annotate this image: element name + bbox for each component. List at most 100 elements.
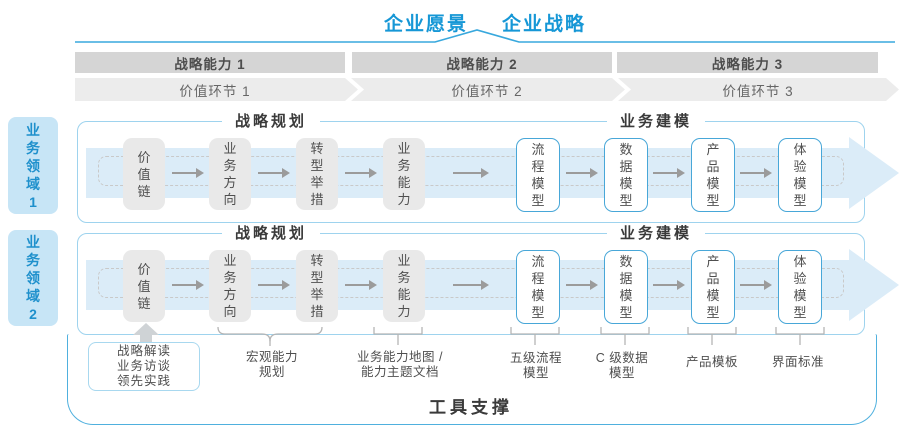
domain-label-1: 业务领域 1 [8,117,58,214]
domain-label-1-text: 业务领域 1 [26,121,40,210]
flow-arrow-head [849,137,899,209]
note-line: 模型 [608,366,636,380]
vision-title: 企业愿景 [383,14,468,35]
caret-line [75,29,895,43]
node-experience-model-label: 体验模型 [793,142,807,208]
note-line: 规划 [258,365,286,379]
domain-1-panel: 战略规划 业务建模 价值链 业务方向 转型举措 业务能力 流程模型 数据模型 产… [77,112,899,223]
bracket-capability-map [373,327,423,345]
value-link-chevrons [75,78,899,101]
node-value-chain: 价值链 [123,138,165,210]
node-product-model-label: 产品模型 [706,142,720,208]
domain-label-2-text: 业务领域 2 [26,234,40,322]
callout-line: 战略解读 [116,344,171,358]
node-process-model: 流程模型 [516,250,560,324]
note-line: C 级数据 [595,351,649,365]
tool-support-title: 工具支撑 [429,398,513,417]
bracket-process-model [510,327,560,345]
capability-bar-1: 战略能力 1 [75,52,345,73]
note-line: 模型 [522,366,550,380]
node-transformation-initiatives-label: 转型举措 [310,253,324,319]
arrow-icon [740,168,772,178]
node-product-model: 产品模型 [691,138,735,212]
node-business-direction-label: 业务方向 [223,253,237,319]
node-data-model: 数据模型 [604,138,648,212]
arrow-icon [172,280,204,290]
arrow-icon [258,280,290,290]
callout-line: 业务访谈 [116,359,171,373]
up-arrow-stem [140,335,152,344]
arrow-icon [566,168,598,178]
node-business-capability: 业务能力 [383,250,425,322]
node-data-model: 数据模型 [604,250,648,324]
capability-bar-3: 战略能力 3 [617,52,878,73]
flow-arrow-head [849,249,899,321]
node-business-capability-label: 业务能力 [397,253,411,319]
arrow-icon [453,168,489,178]
bracket-ui-standard [775,327,825,345]
node-data-model-label: 数据模型 [619,142,633,208]
capability-bar-1-label: 战略能力 1 [174,56,246,72]
strategy-inputs-callout: 战略解读 业务访谈 领先实践 [88,342,200,391]
domain-label-2: 业务领域 2 [8,230,58,326]
dashed-track [98,156,844,186]
value-link-2-label: 价值环节 2 [451,84,523,99]
node-value-chain-label: 价值链 [137,149,151,199]
capability-bar-3-label: 战略能力 3 [711,56,784,72]
value-link-3-label: 价值环节 3 [722,84,794,99]
value-link-1: 价值环节 1 [75,79,355,101]
value-link-3: 价值环节 3 [618,79,898,101]
top-title-row: 企业愿景 企业战略 [75,9,895,36]
section-strategic-planning: 战略规划 [221,224,321,244]
bracket-macro-capability [217,327,323,346]
node-value-chain: 价值链 [123,250,165,322]
node-experience-model-label: 体验模型 [793,254,807,320]
section-strategic-planning: 战略规划 [221,112,321,132]
value-link-1-label: 价值环节 1 [179,84,251,99]
note-line: 业务能力地图 / [357,350,443,364]
node-value-chain-label: 价值链 [137,261,151,311]
arrow-icon [258,168,290,178]
note-line: 宏观能力 [245,350,299,364]
note-capability-map: 业务能力地图 / 能力主题文档 [357,350,443,380]
note-process-model: 五级流程 模型 [510,351,562,381]
node-business-direction: 业务方向 [209,138,251,210]
node-business-capability-label: 业务能力 [397,141,411,207]
node-product-model: 产品模型 [691,250,735,324]
note-macro-capability: 宏观能力 规划 [246,350,298,380]
arrow-icon [172,168,204,178]
node-transformation-initiatives: 转型举措 [296,250,338,322]
node-product-model-label: 产品模型 [706,254,720,320]
arrow-icon [345,280,377,290]
node-transformation-initiatives: 转型举措 [296,138,338,210]
note-line: 界面标准 [771,355,825,369]
node-transformation-initiatives-label: 转型举措 [310,141,324,207]
domain-2-panel: 战略规划 业务建模 价值链 业务方向 转型举措 业务能力 流程模型 数据模型 产… [77,224,899,335]
arrow-icon [653,168,685,178]
node-business-capability: 业务能力 [383,138,425,210]
arrow-icon [566,280,598,290]
dashed-track [98,268,844,298]
note-data-model: C 级数据 模型 [596,351,649,381]
node-business-direction: 业务方向 [209,250,251,322]
capability-bar-2-label: 战略能力 2 [446,56,518,72]
note-ui-standard: 界面标准 [772,355,824,370]
section-business-modeling: 业务建模 [606,224,706,244]
arrow-icon [653,280,685,290]
arrow-icon [345,168,377,178]
node-process-model-label: 流程模型 [531,254,545,320]
arrow-icon [453,280,489,290]
node-data-model-label: 数据模型 [619,254,633,320]
section-business-modeling: 业务建模 [606,112,706,132]
tool-support-container [67,334,877,425]
note-line: 能力主题文档 [360,365,440,379]
bracket-data-model [600,327,650,345]
node-process-model: 流程模型 [516,138,560,212]
strategy-title: 企业战略 [502,14,587,35]
node-experience-model: 体验模型 [778,250,822,324]
callout-line: 领先实践 [116,374,171,388]
capability-bar-2: 战略能力 2 [352,52,612,73]
up-arrow-icon [133,323,159,335]
value-link-2: 价值环节 2 [351,79,623,101]
